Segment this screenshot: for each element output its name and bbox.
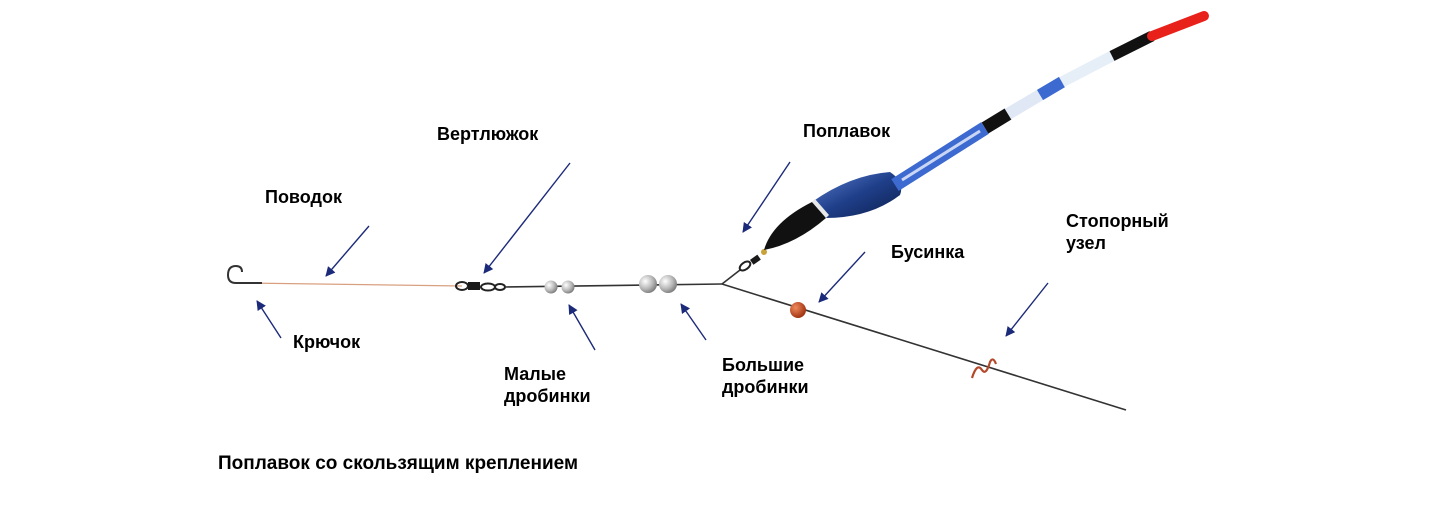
float-shape [764,11,1209,250]
label-swivel: Вертлюжок [437,124,539,144]
label-big-shot: Большие дробинки [722,354,809,398]
arrow-float [742,161,791,233]
label-small-shot-line-2: дробинки [504,386,591,406]
arrow-big-shot [680,303,707,341]
sliding-line [721,283,1127,411]
hook-shape [226,264,244,284]
float-swivel [721,249,767,285]
label-leader: Поводок [265,187,342,207]
main-line [504,283,723,288]
label-stop-knot-line-1: Стопорный [1066,211,1169,231]
arrow-bead [818,251,866,303]
label-hook: Крючок [293,332,361,352]
arrow-stop-knot [1005,282,1049,337]
label-small-shot: Малые дробинки [504,363,591,407]
label-stop-knot: Стопорный узел [1066,210,1169,254]
stop-knot-shape [970,358,998,379]
arrow-hook [256,300,282,339]
label-float: Поплавок [803,121,891,141]
small-shot-1 [544,280,558,294]
big-shot-1 [639,275,657,293]
big-shot-2 [659,275,677,293]
arrow-small-shot [568,304,596,351]
bead-shape [790,302,806,318]
leader-line [243,282,463,287]
arrow-leader [325,225,370,277]
diagram-caption: Поплавок со скользящим креплением [218,453,579,474]
label-big-shot-line-1: Большие [722,355,805,375]
label-small-shot-line-1: Малые [504,364,567,384]
arrow-swivel [483,162,571,274]
label-bead: Бусинка [891,242,965,262]
label-stop-knot-line-2: узел [1066,233,1106,253]
swivel-shape [455,281,506,292]
small-shot-2 [561,280,575,294]
label-big-shot-line-2: дробинки [722,377,809,397]
